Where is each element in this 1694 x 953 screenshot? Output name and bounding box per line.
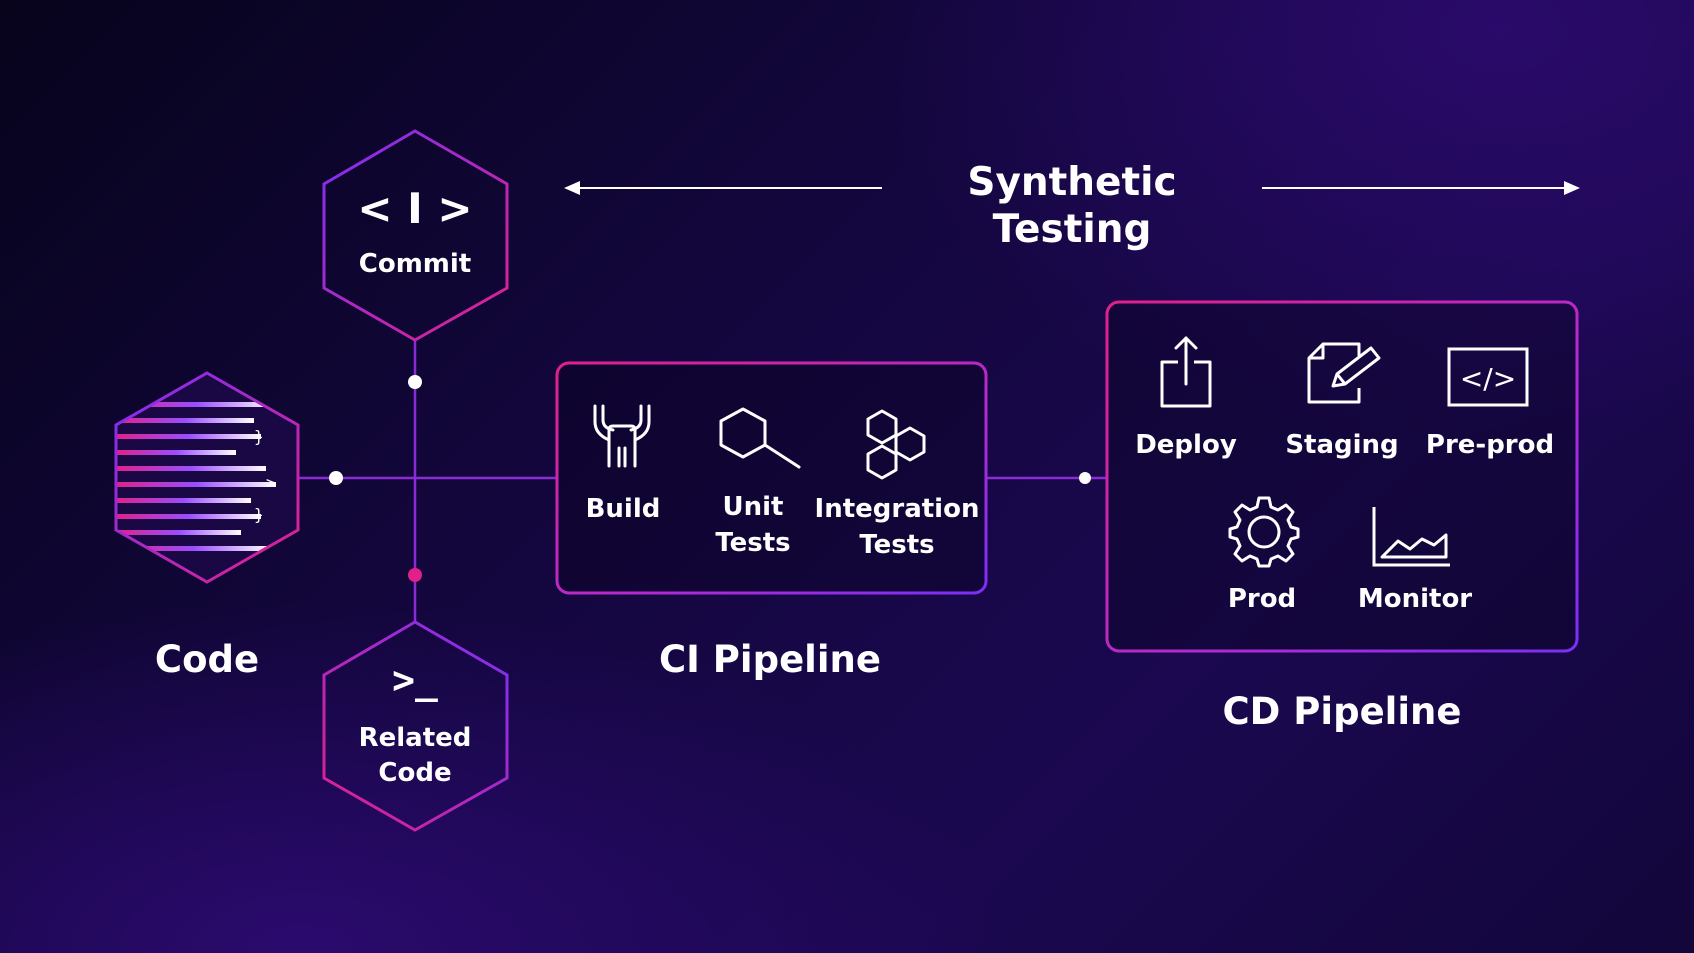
commit-label: Commit [358,249,472,279]
connector-dot [329,471,343,485]
commit-symbol: < I > [335,184,495,234]
connector-dot [408,568,422,582]
related-symbol: >_ [335,658,495,704]
code-window-icon: </> [1447,347,1529,407]
related-code-hexagon [322,620,509,832]
terminal-prompt-icon: >_ [392,658,438,702]
svg-text:>: > [266,473,276,492]
ci-step-label: Tests [715,528,791,558]
pencil-document-icon [1307,342,1381,404]
upload-icon [1160,336,1212,408]
ci-step-label: Unit [722,492,784,522]
wrench-icon [593,404,651,468]
cd-pipeline-title: CD Pipeline [1222,690,1462,733]
cd-step-label: Deploy [1135,430,1237,460]
cd-step-label: Monitor [1357,584,1473,614]
ci-step-label: Tests [859,530,935,560]
related-label-line1: Related [358,723,472,753]
gear-icon [1228,496,1300,568]
area-chart-icon [1372,507,1450,567]
svg-text:}: } [254,427,264,446]
code-hexagon: } > } [114,371,300,584]
connector-dot [1079,472,1091,484]
ci-step-label: Build [585,494,661,524]
synthetic-testing-title: Synthetic Testing [967,160,1177,252]
cd-step-label: Staging [1285,430,1399,460]
cd-step-label: Pre-prod [1425,430,1555,460]
code-label: Code [154,638,260,681]
code-brackets-icon: < I > [357,184,473,233]
cd-pipeline-box [1105,300,1579,653]
ci-pipeline-box [555,361,988,595]
magnifier-hexagon-icon [719,407,801,469]
svg-text:</>: </> [1460,362,1516,395]
cd-step-label: Prod [1227,584,1297,614]
svg-text:}: } [254,505,264,524]
commit-hexagon [322,129,509,342]
ci-step-label: Integration [814,494,980,524]
ci-pipeline-title: CI Pipeline [659,638,881,681]
connector-dot [408,375,422,389]
synthetic-testing-arrow [564,181,1580,195]
related-label-line2: Code [378,758,452,788]
linked-hexagons-icon [866,409,926,480]
